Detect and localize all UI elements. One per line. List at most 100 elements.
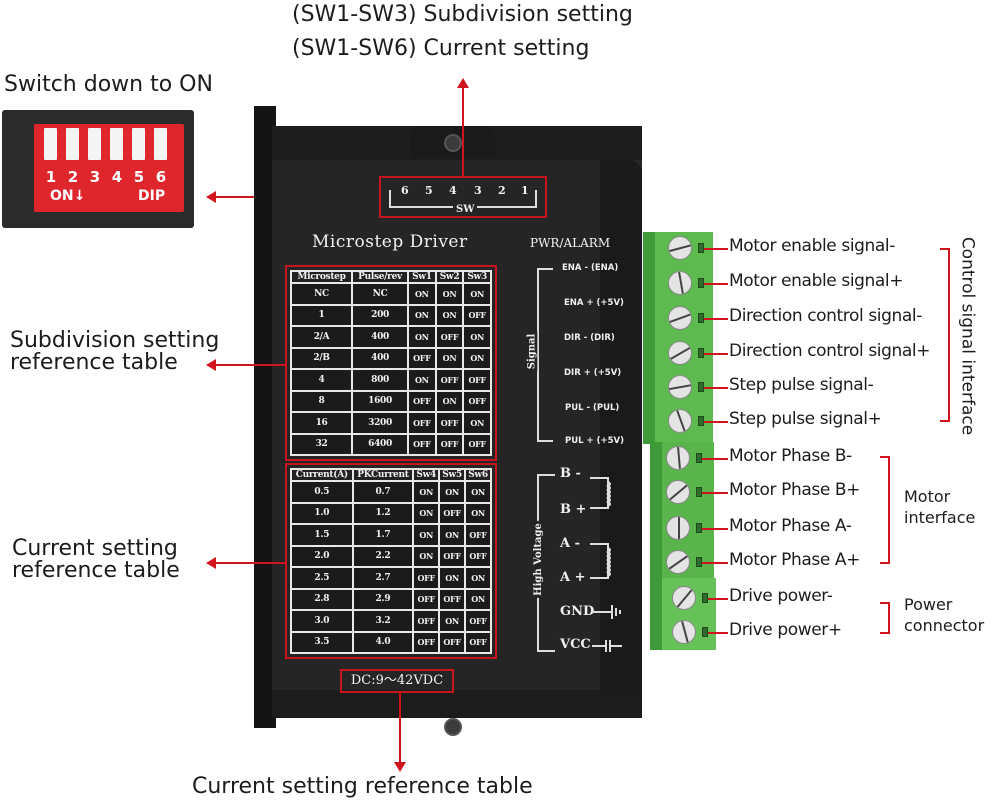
table-cell: 2.9 xyxy=(351,587,415,611)
dc-leader-line xyxy=(399,693,401,763)
current-table-caption: Current setting reference table xyxy=(12,538,180,582)
sw-digit: 3 xyxy=(474,184,482,197)
coil-and-ground-symbols xyxy=(590,477,622,652)
sw-digit: 1 xyxy=(521,184,529,197)
table-cell: NC xyxy=(289,282,354,306)
table-cell: 1600 xyxy=(351,389,410,413)
terminal-pin-icon xyxy=(698,278,704,288)
pin-label-ena-minus: ENA - (ENA) xyxy=(562,263,619,273)
terminal-pin-icon xyxy=(698,382,704,392)
terminal-screw-icon[interactable] xyxy=(666,516,690,540)
driver-bottom-band xyxy=(272,690,642,718)
terminal-leader-line xyxy=(704,283,728,285)
terminal-screw-icon[interactable] xyxy=(666,446,690,470)
dip-number: 4 xyxy=(111,168,123,186)
terminal-shade xyxy=(643,232,655,444)
screw-icon xyxy=(444,718,462,736)
switch-state-cell: ON xyxy=(464,587,492,611)
pin-label-vcc: VCC xyxy=(560,637,591,652)
column-header: Pulse/rev xyxy=(351,270,410,284)
motor-interface-label: Motor interface xyxy=(904,486,975,528)
control-group-bracket xyxy=(940,248,950,422)
terminal-screw-icon[interactable] xyxy=(672,586,696,610)
switch-state-cell: ON xyxy=(464,501,492,525)
switch-state-cell: ON xyxy=(407,303,437,327)
terminal-pin-icon xyxy=(696,523,702,533)
switch-state-cell: OFF xyxy=(462,432,492,456)
table-cell: 0.5 xyxy=(290,480,354,504)
terminal-pin-icon xyxy=(696,557,702,567)
caption-line: Current setting xyxy=(12,536,178,561)
switch-state-cell: OFF xyxy=(434,368,465,392)
bottom-caption: Current setting reference table xyxy=(192,774,533,799)
current-leader-line xyxy=(214,562,286,564)
sw-digit: 4 xyxy=(449,184,457,197)
table-cell: 0.7 xyxy=(351,480,415,504)
terminal-pin-icon xyxy=(702,593,708,603)
terminal-screw-icon[interactable] xyxy=(668,375,692,399)
dip-number: 2 xyxy=(67,168,79,186)
arrow-left-icon xyxy=(206,557,216,569)
terminal-pin-icon xyxy=(698,313,704,323)
terminal-screw-icon[interactable] xyxy=(666,480,690,504)
switch-state-cell: OFF xyxy=(407,432,437,456)
dip-lever-3 xyxy=(88,128,101,160)
sw-label: SW xyxy=(453,204,478,215)
high-voltage-group-label: High Voltage xyxy=(532,521,544,598)
dip-number: 1 xyxy=(45,168,57,186)
switch-state-cell: ON xyxy=(407,282,437,306)
power-connector-label: Power connector xyxy=(904,594,984,636)
subdivision-table-caption: Subdivision setting reference table xyxy=(10,330,219,374)
terminal-screw-icon[interactable] xyxy=(672,620,696,644)
dip-lever-5 xyxy=(132,128,145,160)
dip-switch-closeup: 1 2 3 4 5 6 ON↓ DIP xyxy=(2,110,194,228)
sw-digit: 6 xyxy=(401,184,409,197)
table-cell: 1.0 xyxy=(290,501,354,525)
terminal-screw-icon[interactable] xyxy=(668,271,692,295)
terminal-screw-icon[interactable] xyxy=(668,409,692,433)
subdivision-leader-line xyxy=(214,364,286,366)
group-label-line: connector xyxy=(904,616,985,635)
switch-state-cell: ON xyxy=(438,566,467,590)
sw-dip-position: 6 5 4 3 2 1 SW xyxy=(379,176,547,218)
group-label-line: interface xyxy=(904,508,976,527)
switch-state-cell: ON xyxy=(462,411,492,435)
table-cell: 6400 xyxy=(351,432,410,456)
switch-down-caption: Switch down to ON xyxy=(4,72,213,97)
driver-mount-flange xyxy=(254,106,276,728)
table-cell: 3200 xyxy=(351,411,410,435)
switch-state-cell: ON xyxy=(462,325,492,349)
switch-state-cell: OFF xyxy=(462,368,492,392)
terminal-screw-icon[interactable] xyxy=(668,306,692,330)
column-header: Sw6 xyxy=(464,468,492,482)
terminal-screw-icon[interactable] xyxy=(668,236,692,260)
pin-label-pul-plus: PUL + (+5V) xyxy=(565,436,624,446)
switch-state-cell: ON xyxy=(438,523,467,547)
switch-state-cell: OFF xyxy=(462,389,492,413)
arrow-left-icon xyxy=(206,191,216,203)
dip-dip-label: DIP xyxy=(138,188,166,204)
pin-label-gnd: GND xyxy=(560,604,595,619)
switch-state-cell: OFF xyxy=(412,566,441,590)
switch-state-cell: ON xyxy=(464,480,492,504)
switch-state-cell: OFF xyxy=(412,630,441,654)
switch-state-cell: ON xyxy=(462,282,492,306)
switch-state-cell: OFF xyxy=(407,411,437,435)
arrow-up-icon xyxy=(457,78,469,88)
terminal-leader-line xyxy=(704,353,728,355)
terminal-screw-icon[interactable] xyxy=(666,550,690,574)
switch-state-cell: OFF xyxy=(434,325,465,349)
driver-title: Microstep Driver xyxy=(312,232,468,252)
terminal-screw-icon[interactable] xyxy=(668,341,692,365)
column-header: PKCurrent xyxy=(351,468,415,482)
table-cell: 8 xyxy=(289,389,354,413)
terminal-pin-icon xyxy=(698,243,704,253)
terminal-label: Step pulse signal+ xyxy=(729,409,882,429)
table-cell: 4 xyxy=(289,368,354,392)
